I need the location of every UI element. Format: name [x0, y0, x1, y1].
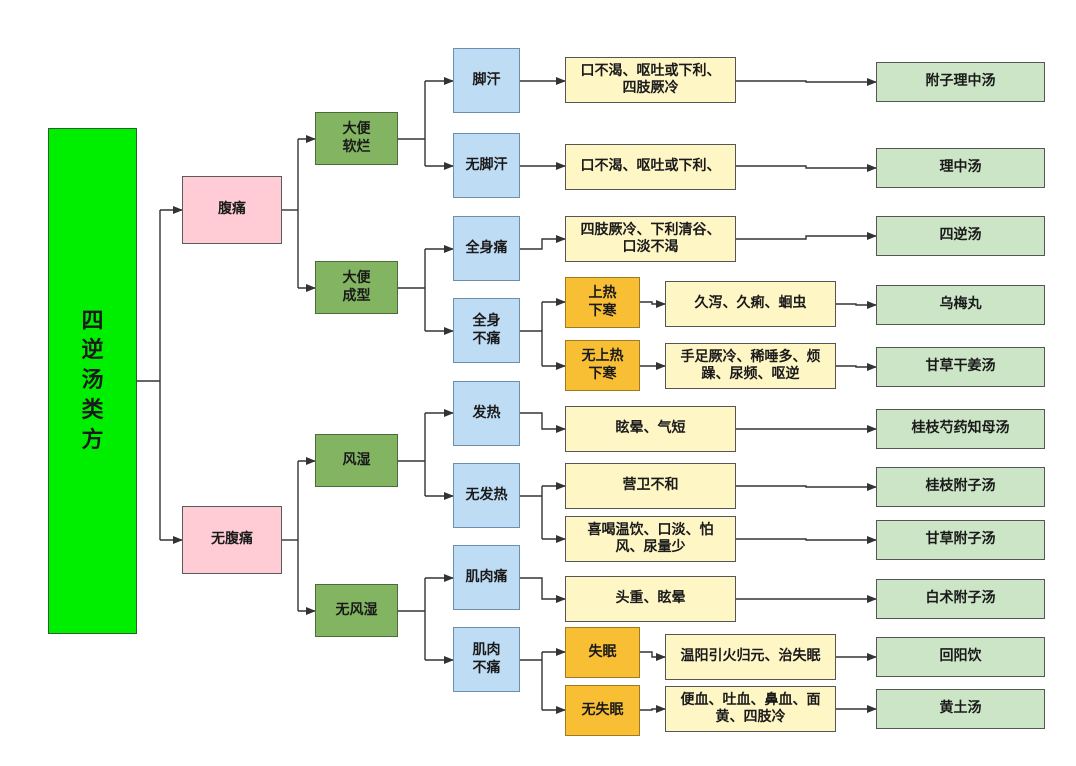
connector-line: [640, 651, 666, 661]
symptom-box: 手足厥冷、稀唾多、烦 躁、尿频、呕逆: [665, 343, 836, 389]
symptom-box: 口不渴、呕吐或下利、 四肢厥冷: [565, 57, 736, 103]
connector-line: [836, 363, 877, 371]
formula-box: 四逆汤: [876, 216, 1045, 256]
node-no-fever: 无发热: [453, 463, 520, 528]
node-loose-stool: 大便 软烂: [315, 112, 398, 165]
node-no-muscle-pain: 肌肉 不痛: [453, 627, 520, 692]
connector-line: [836, 301, 877, 309]
symptom-box: 四肢厥冷、下利清谷、 口淡不渴: [565, 216, 736, 262]
connector-line: [736, 536, 877, 544]
formula-box: 甘草附子汤: [876, 520, 1045, 560]
symptom-box: 口不渴、呕吐或下利、: [565, 144, 736, 190]
connector-line: [520, 412, 566, 433]
node-no-wind-damp: 无风湿: [315, 584, 398, 637]
root-node: 四 逆 汤 类 方: [48, 128, 137, 634]
symptom-box: 久泻、久痢、蛔虫: [665, 281, 836, 327]
connector-line: [640, 705, 666, 713]
connector-line: [736, 232, 877, 240]
symptom-box: 眩晕、气短: [565, 406, 736, 452]
symptom-box: 头重、眩晕: [565, 576, 736, 622]
connector-line: [520, 577, 566, 603]
node-no-upper-heat-lower-cold: 无上热 下寒: [565, 340, 640, 391]
formula-box: 桂枝附子汤: [876, 467, 1045, 507]
formula-box: 甘草干姜汤: [876, 347, 1045, 387]
node-insomnia: 失眠: [565, 627, 640, 678]
connector-line: [736, 78, 877, 86]
connector-line: [736, 164, 877, 172]
formula-box: 回阳饮: [876, 637, 1045, 677]
node-body-pain: 全身痛: [453, 216, 520, 281]
node-muscle-pain: 肌肉痛: [453, 545, 520, 610]
formula-box: 理中汤: [876, 148, 1045, 188]
node-wind-damp: 风湿: [315, 434, 398, 487]
node-upper-heat-lower-cold: 上热 下寒: [565, 277, 640, 328]
node-no-insomnia: 无失眠: [565, 685, 640, 736]
symptom-box: 营卫不和: [565, 463, 736, 509]
formula-box: 黄土汤: [876, 689, 1045, 729]
node-fever: 发热: [453, 381, 520, 446]
symptom-box: 温阳引火归元、治失眠: [665, 634, 836, 680]
node-no-abdominal-pain: 无腹痛: [182, 506, 282, 574]
symptom-box: 便血、吐血、鼻血、面 黄、四肢冷: [665, 686, 836, 732]
node-abdominal-pain: 腹痛: [182, 176, 282, 244]
connector-line: [640, 300, 666, 308]
formula-box: 附子理中汤: [876, 62, 1045, 102]
formula-box: 桂枝芍药知母汤: [876, 409, 1045, 449]
symptom-box: 喜喝温饮、口淡、怕 风、尿量少: [565, 516, 736, 562]
connector-line: [520, 235, 566, 250]
formula-box: 乌梅丸: [876, 285, 1045, 325]
connector-line: [736, 483, 877, 491]
node-foot-sweat: 脚汗: [453, 48, 520, 113]
node-formed-stool: 大便 成型: [315, 261, 398, 314]
formula-box: 白术附子汤: [876, 579, 1045, 619]
node-no-foot-sweat: 无脚汗: [453, 133, 520, 198]
node-no-body-pain: 全身 不痛: [453, 298, 520, 363]
